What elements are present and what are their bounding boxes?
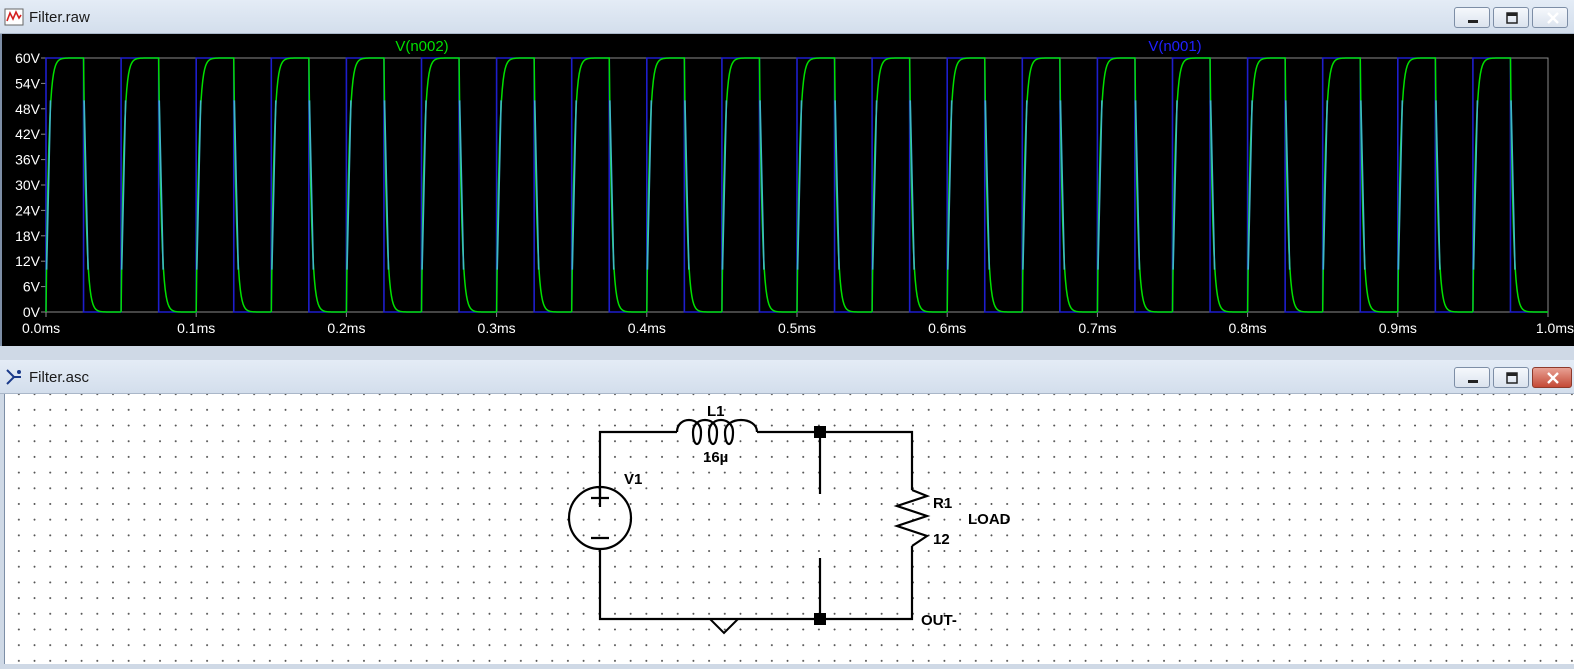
x-tick-label: 0.7ms (1078, 320, 1116, 336)
trace-label-0[interactable]: V(n002) (395, 38, 448, 55)
x-tick-label: 0.8ms (1229, 320, 1267, 336)
x-tick-label: 0.5ms (778, 320, 816, 336)
maximize-button[interactable] (1493, 7, 1529, 28)
resistor-value-label[interactable]: 12 (933, 531, 950, 548)
restore-icon (1506, 372, 1518, 384)
minimize-button[interactable] (1454, 367, 1490, 388)
maximize-button[interactable] (1493, 367, 1529, 388)
y-tick-label: 42V (15, 126, 41, 142)
inductor-name-label[interactable]: L1 (707, 403, 725, 420)
y-tick-label: 54V (15, 75, 41, 91)
x-tick-label: 0.9ms (1379, 320, 1417, 336)
waveform-icon (4, 8, 24, 26)
close-button[interactable] (1532, 367, 1572, 388)
trace-v-n002[interactable] (45, 57, 1548, 313)
schematic-window: Filter.asc (0, 360, 1574, 664)
waveform-titlebar[interactable]: Filter.raw (0, 0, 1574, 34)
wire-left-top[interactable] (598, 430, 677, 498)
y-tick-label: 12V (15, 253, 41, 269)
waveform-plot[interactable]: V(n002) V(n001) 0V 6V 12V 18V 24V 30V 36V 42V 48V… (0, 34, 1574, 346)
x-tick-label: 0.1ms (177, 320, 215, 336)
y-tick-label: 60V (15, 50, 41, 66)
out-net-label[interactable]: OUT- (921, 612, 957, 629)
x-tick-label: 0.0ms (22, 320, 60, 336)
x-tick-label: 0.4ms (628, 320, 666, 336)
resistor-name-label[interactable]: R1 (933, 495, 952, 512)
source-name-label[interactable]: V1 (624, 471, 642, 488)
close-icon (1547, 372, 1559, 384)
schematic-icon (6, 369, 21, 385)
trace-label-1[interactable]: V(n001) (1148, 38, 1201, 55)
window-title: Filter.raw (29, 9, 90, 26)
waveform-chart[interactable]: V(n002) V(n001) 0V 6V 12V 18V 24V 30V 36V 42V 48V… (2, 34, 1574, 346)
minimize-button[interactable] (1454, 7, 1490, 28)
y-tick-label: 6V (23, 279, 41, 295)
wire-top-middle[interactable] (757, 430, 914, 490)
trace-v-n002-edges (45, 100, 1516, 270)
x-tick-label: 0.2ms (327, 320, 365, 336)
inductor-value-label[interactable]: 16µ (703, 449, 728, 466)
close-icon (1547, 12, 1559, 24)
wire-right-bottom[interactable] (598, 546, 914, 621)
y-tick-label: 30V (15, 177, 41, 193)
y-tick-label: 0V (23, 304, 41, 320)
y-tick-label: 48V (15, 101, 41, 117)
schematic-canvas[interactable]: L1 16µ V1 R1 12 LOAD OUT- (4, 394, 1574, 664)
junction-bottom (814, 613, 826, 625)
load-net-label[interactable]: LOAD (968, 511, 1011, 528)
resistor-r1[interactable] (893, 488, 931, 547)
schematic-titlebar[interactable]: Filter.asc (0, 360, 1574, 394)
ground-symbol[interactable] (709, 618, 739, 635)
restore-icon (1506, 12, 1518, 24)
junction-top (814, 426, 826, 438)
inductor-l1[interactable] (675, 418, 759, 446)
minimize-icon (1468, 20, 1478, 23)
y-tick-label: 24V (15, 202, 41, 218)
voltage-source-v1[interactable] (567, 485, 633, 551)
window-title: Filter.asc (29, 369, 90, 386)
close-button[interactable] (1532, 7, 1568, 28)
x-tick-label: 1.0ms (1536, 320, 1574, 336)
x-tick-label: 0.3ms (478, 320, 516, 336)
schematic-drawing[interactable]: L1 16µ V1 R1 12 LOAD OUT- (5, 394, 1574, 664)
minimize-icon (1468, 380, 1478, 383)
x-tick-label: 0.6ms (928, 320, 966, 336)
y-tick-label: 36V (15, 152, 41, 168)
waveform-window: Filter.raw V(n002) V(n001) 0V 6V 12V 18V 24V 3… (0, 0, 1574, 346)
y-tick-label: 18V (15, 228, 41, 244)
